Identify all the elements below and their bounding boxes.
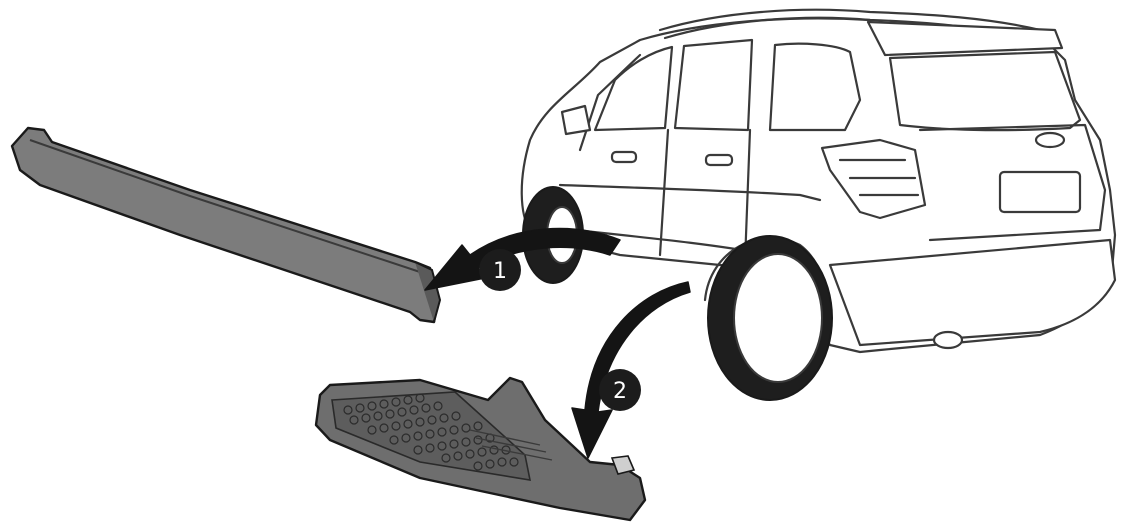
step-badge-2: 2 xyxy=(599,369,641,411)
front-door-handle xyxy=(612,152,636,162)
exhaust-tip xyxy=(934,332,962,348)
rear-door-window xyxy=(675,40,752,130)
arrow-step-2 xyxy=(572,282,690,458)
side-sill-trim-panel xyxy=(12,128,440,322)
rear-spoiler xyxy=(868,22,1062,55)
rear-wheel xyxy=(708,236,832,400)
step-badge-1: 1 xyxy=(479,249,521,291)
step-number-1: 1 xyxy=(493,259,507,284)
arrow-step-1 xyxy=(425,229,620,290)
license-plate-area xyxy=(1000,172,1080,212)
side-mirror xyxy=(562,106,590,134)
rear-door-handle xyxy=(706,155,732,165)
quarter-window xyxy=(770,44,860,130)
step-number-2: 2 xyxy=(613,379,627,404)
brand-emblem xyxy=(1036,133,1064,147)
rear-window xyxy=(890,52,1080,130)
